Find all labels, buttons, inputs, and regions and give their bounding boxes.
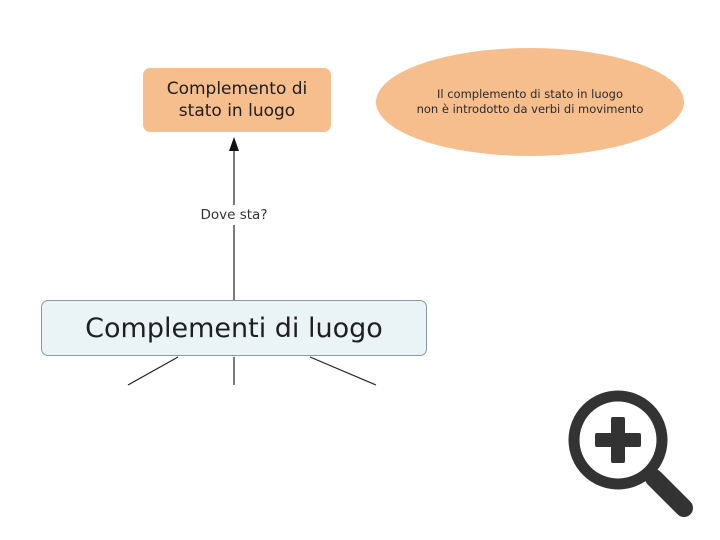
- connector-branch-left: [127, 356, 179, 386]
- note-line1: Il complemento di stato in luogo: [436, 87, 624, 101]
- zoom-in-icon[interactable]: [562, 388, 702, 528]
- note-line2: non è introdotto da verbi di movimento: [416, 102, 644, 116]
- link-label-dove-sta: Dove sta?: [188, 205, 280, 225]
- node-stato-line2: stato in luogo: [178, 101, 296, 121]
- node-complemento-stato-in-luogo[interactable]: Complemento di stato in luogo: [143, 68, 331, 132]
- arrowhead-up-icon: [229, 137, 239, 151]
- node-complementi-di-luogo[interactable]: Complementi di luogo: [41, 300, 427, 356]
- connector-branch-right: [309, 356, 377, 386]
- node-stato-line1: Complemento di: [166, 79, 308, 99]
- note-ellipse: Il complemento di stato in luogo non è i…: [376, 48, 684, 156]
- node-main-label: Complementi di luogo: [85, 312, 383, 344]
